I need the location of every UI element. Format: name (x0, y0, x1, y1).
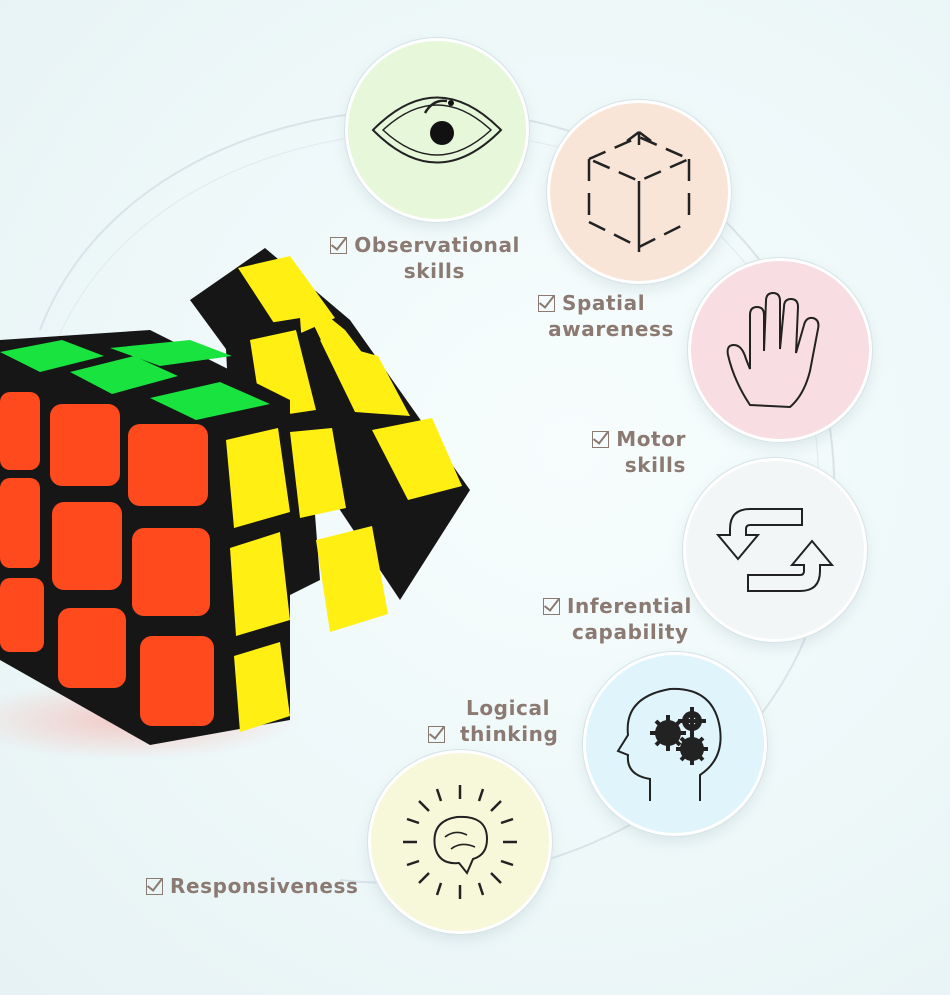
spatial-awareness-label: Spatial awareness (538, 290, 674, 342)
checkbox-icon (592, 431, 610, 448)
responsiveness-label: Responsiveness (146, 873, 359, 899)
logical-thinking-bubble (583, 652, 767, 836)
checkbox-icon (543, 598, 560, 615)
inferential-capability-label: Inferential capability (543, 593, 691, 645)
eye-icon (371, 96, 503, 164)
motor-skills-bubble (688, 258, 872, 442)
observational-skills-label: Observational skills (326, 232, 520, 284)
hand-icon (726, 291, 820, 409)
checkbox-icon (538, 295, 555, 312)
inferential-capability-bubble (683, 458, 867, 642)
checkbox-icon (330, 237, 348, 254)
head-gears-icon (616, 687, 722, 801)
responsiveness-bubble (368, 750, 552, 934)
spatial-awareness-bubble (547, 100, 731, 284)
observational-skills-bubble (345, 38, 529, 222)
rubiks-cube-illustration (0, 248, 470, 760)
cube-icon (585, 131, 693, 252)
logical-thinking-label: Logical thinking (428, 695, 558, 747)
checkbox-icon (146, 878, 163, 895)
checkbox-icon (428, 726, 445, 743)
rotate-arrows-icon (715, 508, 835, 592)
motor-skills-label: Motor skills (580, 426, 686, 478)
brain-radiant-icon (403, 785, 517, 899)
